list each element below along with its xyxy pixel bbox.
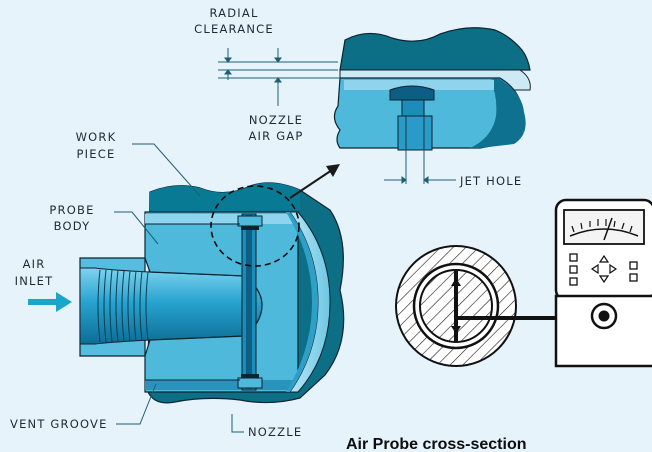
flow-arrow-icon (28, 292, 72, 312)
radial-clearance-label-2: CLEARANCE (194, 22, 274, 36)
probe-body (79, 211, 299, 393)
radial-clearance-dimension (218, 48, 338, 80)
nozzle-air-gap-label-1: NOZZLE (249, 113, 303, 127)
work-piece-label-1: WORK (76, 130, 117, 144)
nozzle-detail (333, 27, 531, 151)
air-inlet-label-1: AIR (23, 257, 46, 271)
air-gauge-icon (554, 198, 652, 368)
leader-lines (114, 143, 244, 433)
detail-highlight-circle (210, 185, 300, 267)
nozzle-air-gap-label-2: AIR GAP (248, 129, 303, 143)
figure-caption: Air Probe cross-section (346, 436, 527, 452)
nozzle-air-gap-dimension (218, 77, 340, 106)
vent-groove-label: VENT GROOVE (10, 417, 108, 431)
jet-hole-label: JET HOLE (459, 174, 522, 188)
probe-body-label-2: BODY (54, 219, 91, 233)
probe-body-label-1: PROBE (49, 203, 94, 217)
nozzle-label: NOZZLE (248, 425, 302, 439)
work-piece-label-2: PIECE (77, 147, 116, 161)
cross-section (395, 245, 600, 367)
detail-pointer-arrow (289, 164, 340, 199)
air-inlet-label-2: INLET (15, 274, 54, 288)
thread-lines (97, 269, 149, 343)
radial-clearance-label-1: RADIAL (209, 6, 258, 20)
jet-hole-dimension (384, 150, 456, 184)
